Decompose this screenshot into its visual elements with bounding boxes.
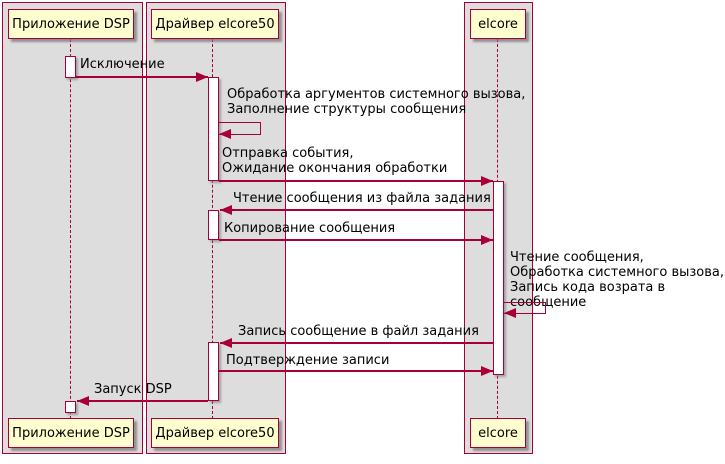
participant-label: elcore [478,16,518,32]
message-4-label: Чтение сообщения из файла задания [233,191,491,206]
message-6-arrowhead [504,308,516,318]
participant-label: Приложение DSP [12,425,130,441]
message-6-label: Чтение сообщения, Обработка системного в… [510,250,725,310]
participant-label: Драйвер elcore50 [155,16,275,32]
message-6-self-loop [504,302,546,314]
activation-driver-2 [208,210,219,240]
participant-app-dsp-top: Приложение DSP [8,9,134,39]
message-7-line [220,342,493,344]
message-5-line [219,239,493,241]
message-8-line [219,370,493,372]
message-4-arrowhead [220,205,232,215]
message-1-line [76,76,208,78]
participant-elcore-bottom: elcore [470,418,526,448]
message-3-label: Отправка события, Ожидание окончания обр… [222,146,448,176]
message-9-arrowhead [77,396,89,406]
message-3-line [219,180,493,182]
message-2-arrowhead [219,129,231,139]
message-9-line [77,400,208,402]
message-5-arrowhead [481,235,493,245]
message-3-arrowhead [481,176,493,186]
activation-elcore-1 [493,181,504,375]
lifeline-app-dsp [70,39,71,419]
activation-driver-3 [208,342,219,401]
message-2-label: Обработка аргументов системного вызова, … [227,87,526,117]
participant-label: elcore [478,425,518,441]
participant-driver-bottom: Драйвер elcore50 [151,418,279,448]
message-5-label: Копирование сообщения [224,221,396,236]
message-4-line [220,209,493,211]
participant-label: Драйвер elcore50 [155,425,275,441]
participant-driver-top: Драйвер elcore50 [151,9,279,39]
message-1-label: Исключение [80,57,165,72]
message-1-arrowhead [196,72,208,82]
participant-elcore-top: elcore [470,9,526,39]
activation-app-1 [65,56,76,78]
participant-label: Приложение DSP [12,16,130,32]
participant-app-dsp-bottom: Приложение DSP [8,418,134,448]
message-8-label: Подтверждение записи [226,353,390,368]
activation-app-2 [65,401,76,413]
message-7-label: Запись сообщение в файл задания [238,324,479,339]
message-8-arrowhead [481,366,493,376]
message-7-arrowhead [220,338,232,348]
message-9-label: Запуск DSP [94,382,172,397]
activation-driver-1 [208,77,219,181]
message-2-self-loop [219,122,261,135]
